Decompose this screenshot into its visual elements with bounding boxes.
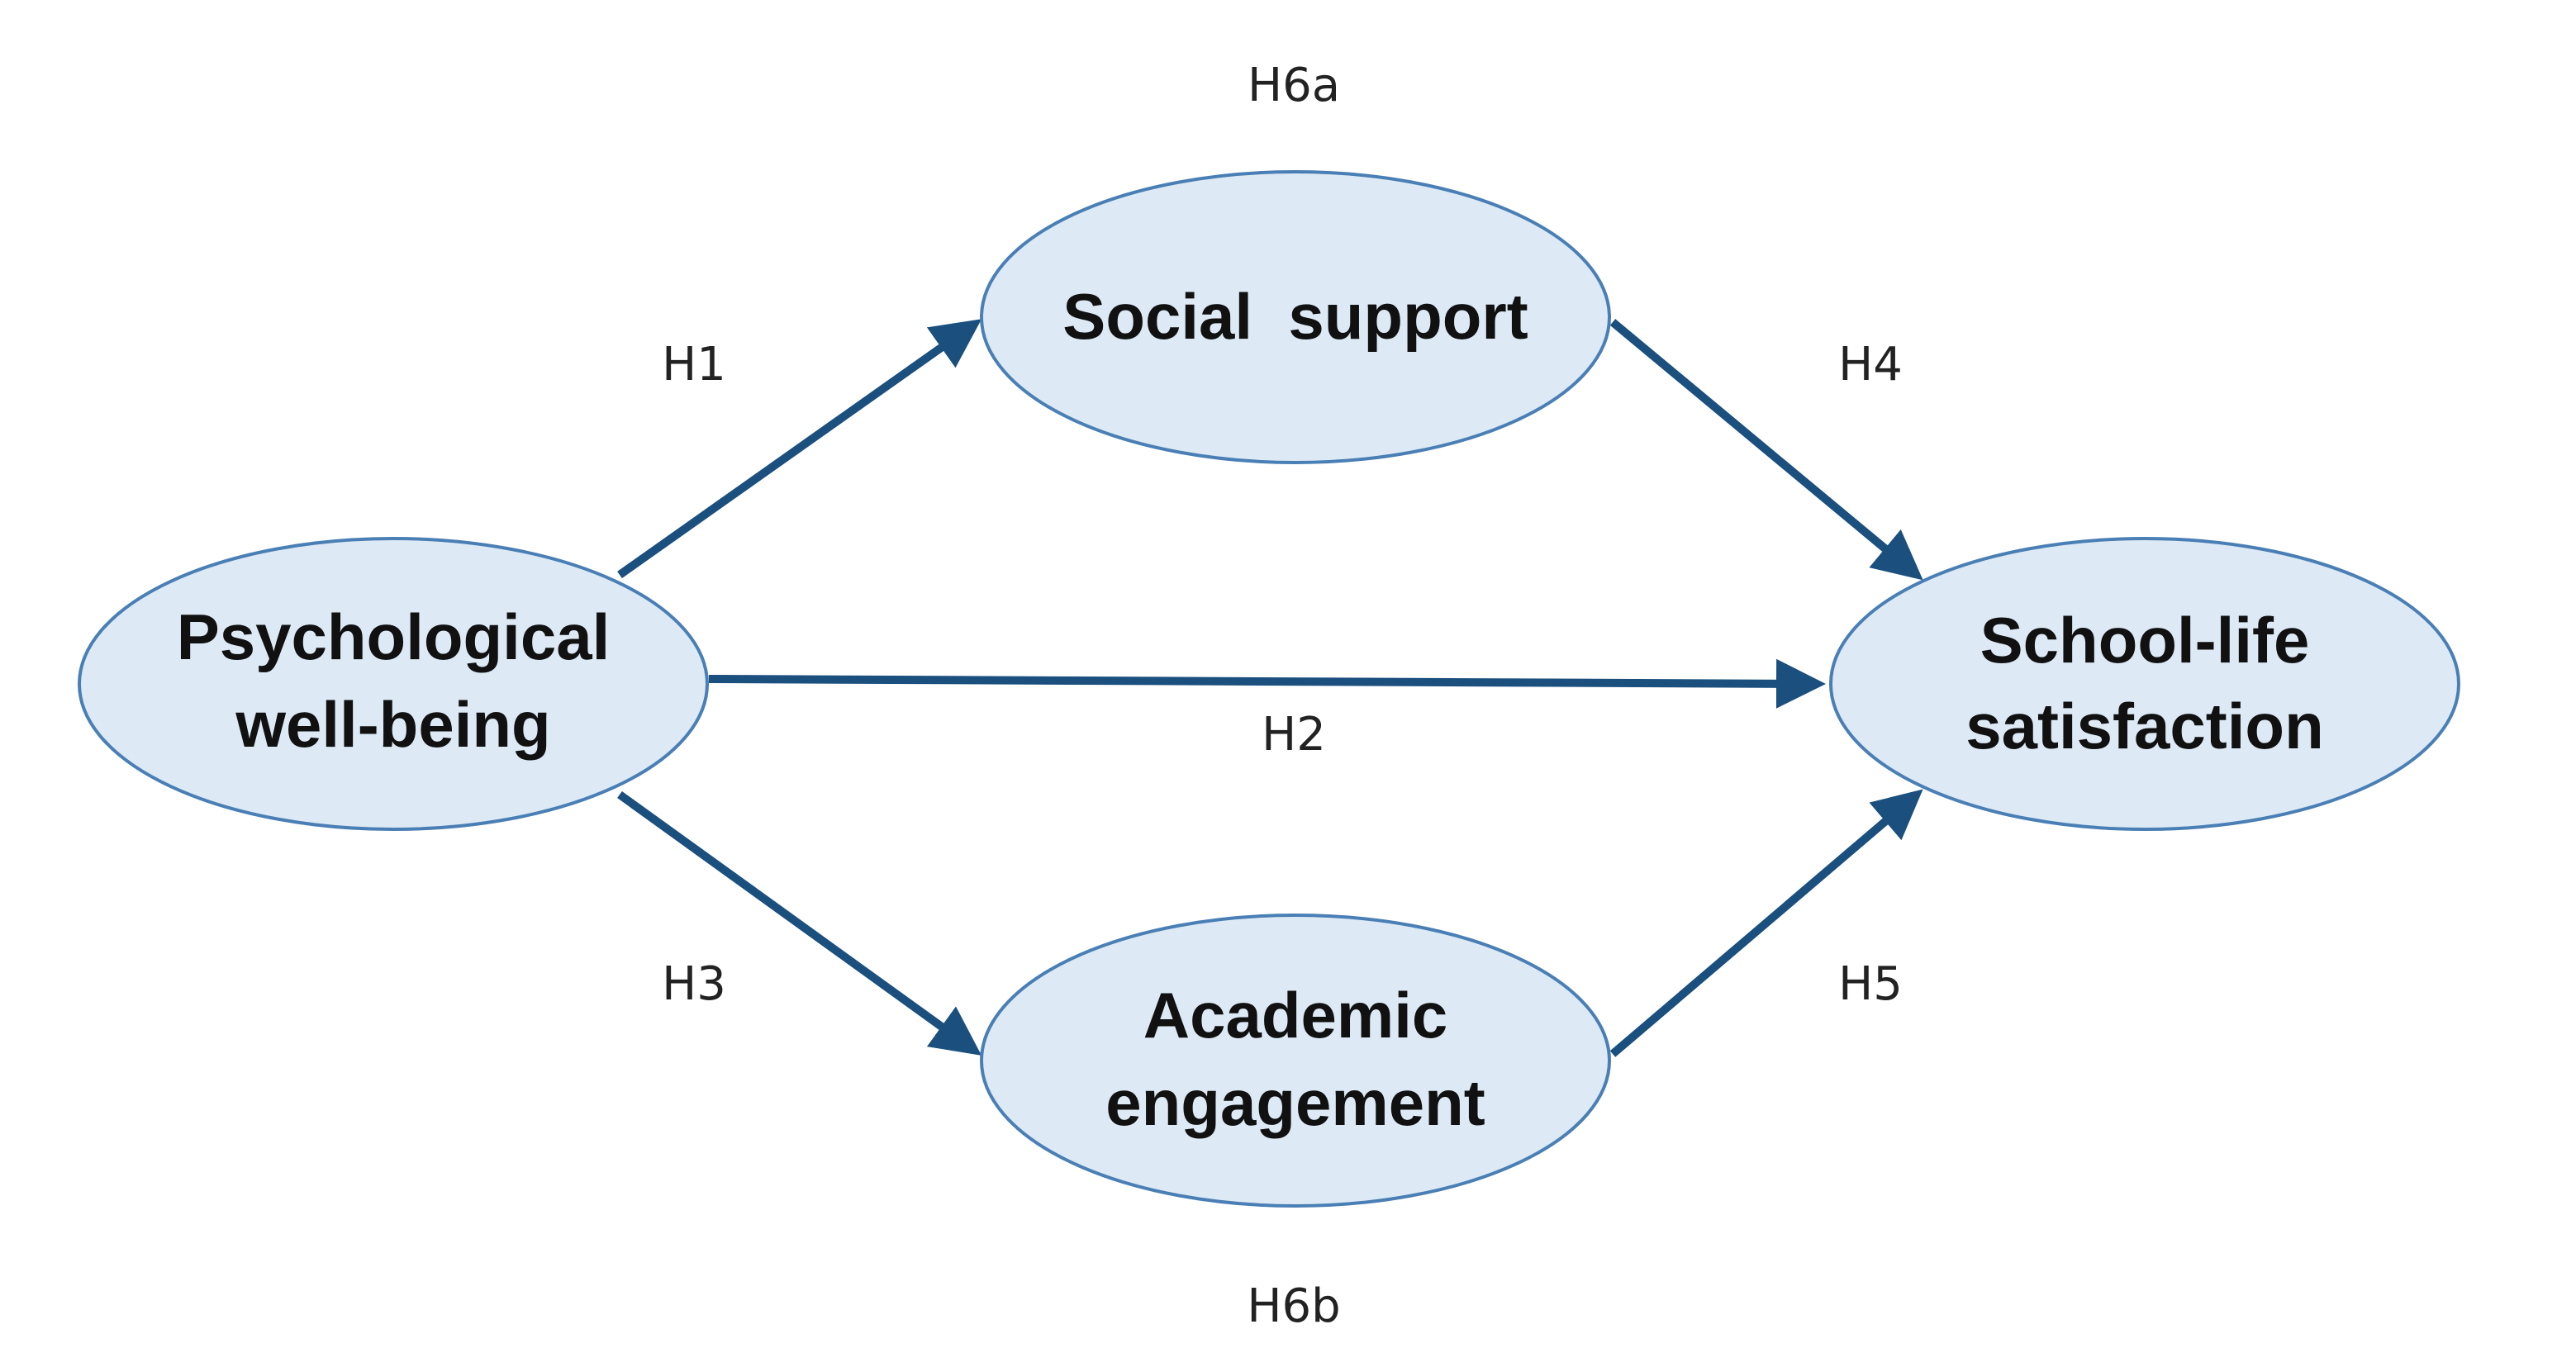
node-academic-line1: Academic bbox=[1143, 979, 1448, 1051]
arrow-h5 bbox=[1609, 789, 1923, 1057]
label-h6a: H6a bbox=[1248, 59, 1340, 112]
label-h6b: H6b bbox=[1247, 1279, 1340, 1333]
node-social-support: Social support bbox=[980, 170, 1611, 464]
label-h2: H2 bbox=[1262, 708, 1326, 762]
label-h5: H5 bbox=[1838, 957, 1903, 1011]
arrow-h2 bbox=[708, 658, 1826, 709]
node-psychological-line2: well-being bbox=[235, 688, 550, 761]
node-psychological-well-being: Psychological well-being bbox=[78, 537, 709, 831]
node-psychological-line1: Psychological bbox=[177, 600, 611, 673]
arrow-h3 bbox=[617, 790, 982, 1056]
label-h1: H1 bbox=[662, 338, 726, 392]
node-social-line1: Social support bbox=[1062, 280, 1528, 353]
node-school-line1: School-life bbox=[1980, 604, 2310, 676]
label-h3: H3 bbox=[662, 957, 726, 1011]
arrow-h4 bbox=[1609, 319, 1923, 581]
node-school-line2: satisfaction bbox=[1965, 690, 2323, 762]
node-school-life-satisfaction: School-life satisfaction bbox=[1829, 537, 2460, 831]
node-academic-line2: engagement bbox=[1105, 1066, 1485, 1139]
arrow-h1 bbox=[617, 319, 982, 579]
label-h4: H4 bbox=[1838, 338, 1903, 392]
node-academic-engagement: Academic engagement bbox=[980, 914, 1611, 1208]
